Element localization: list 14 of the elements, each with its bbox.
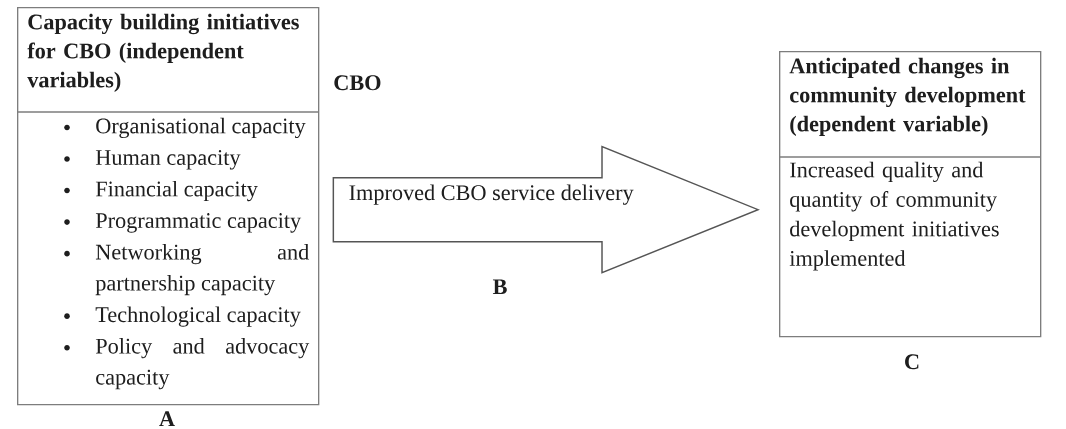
list-item: Networking and partnership capacity (95, 243, 309, 296)
section-letter: B (492, 279, 507, 295)
edge-label: Improved CBO service delivery (347, 183, 635, 207)
list-item: Organisational capacity (96, 117, 306, 139)
heading-text: Capacity building initiatives for CBO (independent variables) (27, 13, 299, 92)
heading-text: Anticipated changes in community development (dependent variable) (789, 57, 1026, 136)
list-item: Technological capacity (95, 306, 301, 327)
section-letter: A (159, 411, 175, 426)
list-item: Financial capacity (95, 180, 258, 202)
list-item: Human capacity (95, 150, 241, 170)
list-item: Programmatic capacity (95, 213, 302, 233)
section-letter: C (905, 354, 919, 370)
body-text: Increased quality and quantity of community development initiatives implemented (789, 161, 999, 271)
list-item: Policy and advocacy capacity (95, 338, 310, 390)
